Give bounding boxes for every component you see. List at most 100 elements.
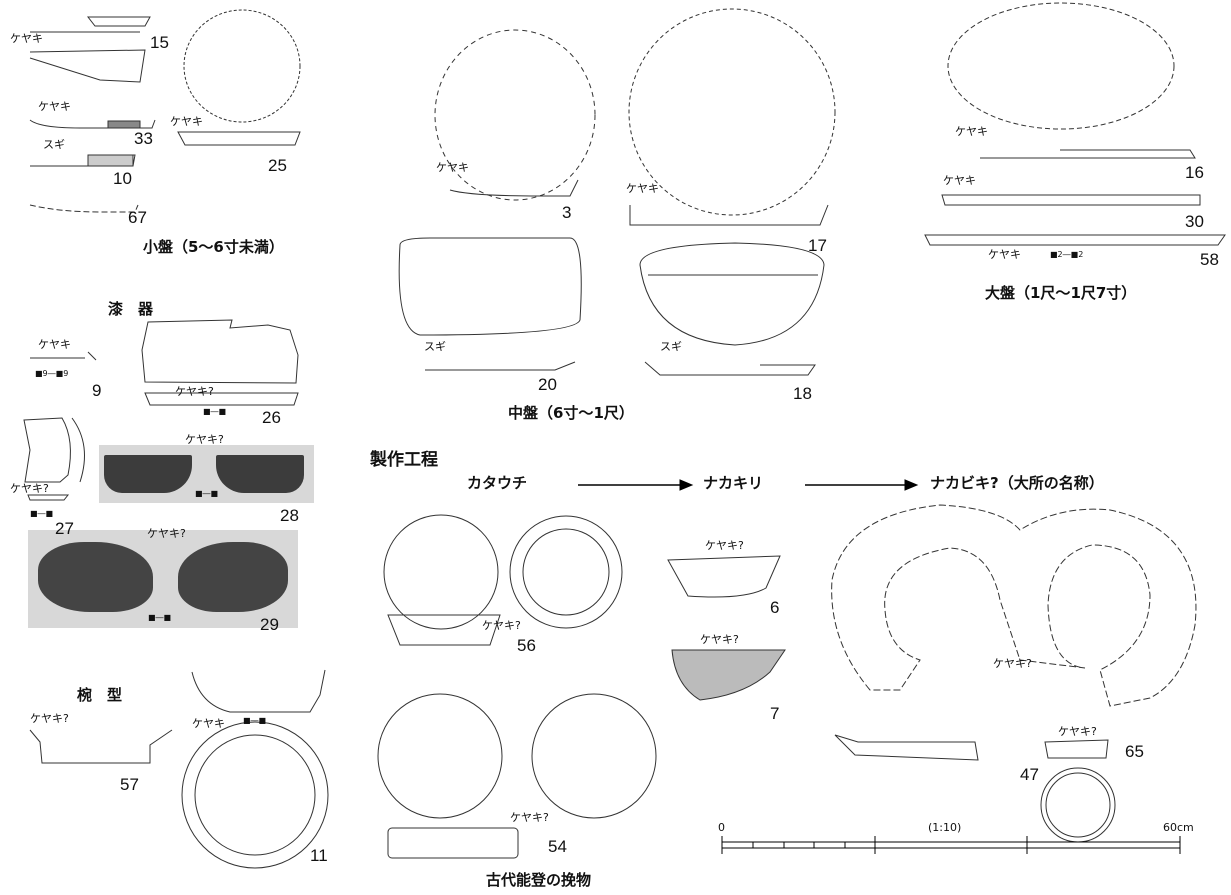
section-mark: ■―■ — [203, 407, 227, 416]
figure-number: 3 — [562, 203, 572, 222]
wood-label: ケヤキ — [626, 182, 659, 195]
figure-number: 26 — [262, 408, 281, 427]
dish-9-drawing — [30, 351, 97, 361]
wood-label: ケヤキ — [988, 248, 1021, 261]
blank-56-drawing — [383, 514, 623, 646]
figure-number: 29 — [260, 615, 279, 634]
dish-26-drawing — [141, 319, 299, 406]
dish-27-drawing — [23, 417, 85, 501]
process-arrow-2 — [805, 479, 919, 491]
piece-7-drawing — [671, 649, 786, 701]
piece-65-drawing — [1040, 739, 1116, 843]
figure-number: 33 — [134, 129, 153, 148]
process-arrow-1 — [578, 479, 694, 491]
section-mark: ■―■ — [195, 489, 219, 498]
figure-number: 18 — [793, 384, 812, 403]
bowl-57-drawing — [29, 729, 173, 764]
wood-label: ケヤキ — [38, 338, 71, 351]
figure-number: 47 — [1020, 765, 1039, 784]
section-lacquer: 漆 器 — [108, 300, 154, 318]
wood-label: ケヤキ? — [993, 657, 1032, 670]
figure-number: 20 — [538, 375, 557, 394]
wood-label: ケヤキ — [192, 717, 225, 730]
wood-label: ケヤキ? — [185, 433, 224, 446]
wood-label: スギ — [43, 138, 65, 151]
section-ancient-noto: 古代能登の挽物 — [486, 871, 592, 889]
process-step-katauchi: カタウチ — [467, 474, 528, 492]
section-mark: ■―■ — [243, 716, 267, 725]
figure-number: 56 — [517, 636, 536, 655]
section-small-dish: 小盤（5～6寸未満） — [143, 238, 284, 256]
section-process: 製作工程 — [370, 450, 438, 470]
wood-label: ケヤキ — [943, 174, 976, 187]
figure-number: 7 — [770, 704, 780, 723]
scale-end-label: 60cm — [1163, 821, 1194, 834]
dish-10-drawing — [30, 154, 136, 167]
wood-label: ケヤキ? — [147, 527, 186, 540]
dish-3-drawing — [434, 29, 596, 201]
piece-47-drawing — [831, 504, 1197, 761]
dish-20-drawing — [398, 237, 582, 371]
figure-number: 65 — [1125, 742, 1144, 761]
figure-number: 30 — [1185, 212, 1204, 231]
section-large-dish: 大盤（1尺～1尺7寸） — [985, 284, 1137, 302]
wood-label: スギ — [424, 340, 446, 353]
section-mark: ■―■ — [30, 509, 54, 518]
figure-number: 27 — [55, 519, 74, 538]
dish-25-section-drawing — [177, 131, 301, 146]
wood-label: ケヤキ — [38, 100, 71, 113]
wood-label: ケヤキ? — [510, 811, 549, 824]
bowl-11-drawing — [181, 669, 329, 869]
process-step-nakabiki: ナカビキ?（大所の名称） — [930, 474, 1104, 492]
dish-17-drawing — [628, 8, 836, 226]
lacquer-photo-29 — [28, 530, 298, 628]
dish-58-drawing — [924, 234, 1226, 246]
dish-30-drawing — [941, 194, 1201, 206]
figure-number: 17 — [808, 236, 827, 255]
wood-label: ケヤキ? — [705, 539, 744, 552]
figure-number: 10 — [113, 169, 132, 188]
piece-6-drawing — [667, 555, 781, 598]
section-mark: ■―■ — [148, 613, 172, 622]
wood-label: ケヤキ? — [175, 385, 214, 398]
figure-number: 28 — [280, 506, 299, 525]
wood-label: ケヤキ? — [700, 633, 739, 646]
dish-33-drawing — [29, 119, 156, 129]
wood-label: ケヤキ — [10, 32, 43, 45]
wood-label: ケヤキ? — [482, 619, 521, 632]
wood-label: ケヤキ? — [10, 482, 49, 495]
dish-16-drawing — [947, 2, 1196, 159]
wood-label: ケヤキ — [436, 161, 469, 174]
scale-bar — [721, 836, 1181, 854]
wood-label: ケヤキ — [170, 115, 203, 128]
figure-number: 54 — [548, 837, 567, 856]
dish-67-drawing — [29, 204, 139, 213]
wood-label: スギ — [660, 340, 682, 353]
scale-start-label: 0 — [718, 821, 725, 834]
wood-label: ケヤキ? — [30, 712, 69, 725]
wood-label: ケヤキ? — [1058, 725, 1097, 738]
figure-number: 67 — [128, 208, 147, 227]
process-step-nakakiri: ナカキリ — [703, 474, 764, 492]
figure-number: 9 — [92, 381, 102, 400]
section-mark: ■2―■2 — [1050, 250, 1084, 259]
dish-3-section-drawing — [449, 179, 579, 197]
scale-ratio-label: (1:10) — [928, 821, 962, 834]
dish-18-drawing — [639, 242, 825, 376]
dish-15-drawing — [29, 16, 151, 83]
dish-25-plan-drawing — [183, 9, 301, 123]
wood-label: ケヤキ — [955, 125, 988, 138]
figure-number: 11 — [310, 846, 328, 865]
section-mark: ■9―■9 — [35, 369, 69, 378]
figure-number: 25 — [268, 156, 287, 175]
figure-number: 15 — [150, 33, 169, 52]
figure-number: 58 — [1200, 250, 1219, 269]
figure-number: 16 — [1185, 163, 1204, 182]
section-bowl: 椀 型 — [77, 686, 123, 704]
blank-54-drawing — [377, 693, 657, 859]
lacquer-photo-28 — [99, 445, 314, 503]
section-medium-dish: 中盤（6寸～1尺） — [508, 404, 634, 422]
figure-number: 57 — [120, 775, 139, 794]
figure-number: 6 — [770, 598, 780, 617]
